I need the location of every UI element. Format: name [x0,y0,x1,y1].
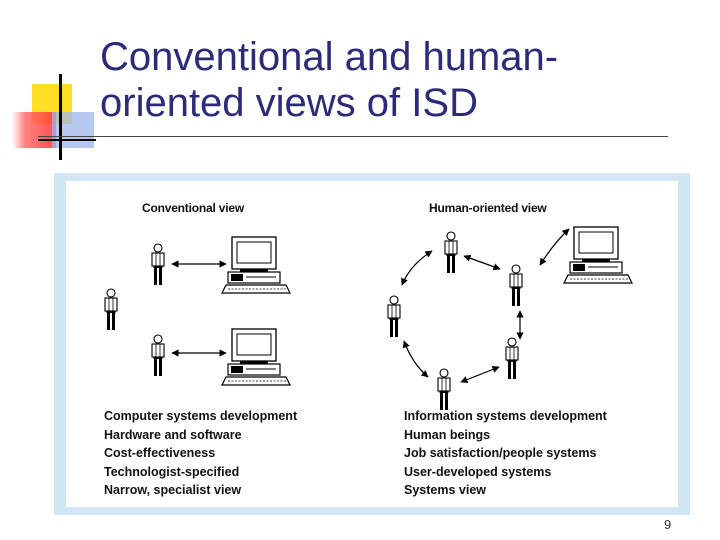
list-item: Technologist-specified [104,464,240,479]
decor-vertical-line [59,74,62,160]
list-item: Human beings [404,427,491,442]
list-item: Cost-effectiveness [104,446,216,461]
list-item: Narrow, specialist view [104,483,242,498]
page-number: 9 [664,517,672,532]
person-icon [505,337,519,380]
computer-icon [221,328,291,386]
link-arrow [402,340,429,378]
person-icon [444,231,458,274]
human-oriented-view-heading: Human-oriented view [429,201,547,215]
computer-icon [563,226,633,284]
decor-red-bar [12,112,56,148]
person-icon [437,368,451,411]
figure-canvas: Conventional view Human-oriented view [66,181,678,507]
title-line-1: Conventional and human- [100,35,559,79]
person-icon [387,295,401,338]
figure-frame: Conventional view Human-oriented view [54,173,690,515]
decor-short-bar [38,139,96,141]
link-arrow [463,254,501,271]
diagram-drawing [104,226,633,411]
link-arrow [460,366,500,383]
link-arrow [539,228,570,266]
person-icon [151,243,165,286]
list-item: Information systems development [404,409,607,423]
conventional-traits-list: Computer systems development Hardware an… [104,407,297,500]
slide-title: Conventional and human- oriented views o… [100,34,660,126]
person-icon [104,288,118,331]
person-icon [151,334,165,377]
human-traits-list: Information systems development Human be… [404,407,607,500]
title-line-2: oriented views of ISD [100,81,478,125]
list-item: Job satisfaction/people systems [404,446,597,461]
person-icon [509,264,523,307]
link-arrow [401,250,433,286]
list-item: User-developed systems [404,464,552,479]
title-underline [38,136,668,137]
list-item: Systems view [404,483,486,498]
conventional-view-heading: Conventional view [142,201,244,215]
list-item: Computer systems development [104,409,298,423]
list-item: Hardware and software [104,427,242,442]
computer-icon [221,236,291,294]
